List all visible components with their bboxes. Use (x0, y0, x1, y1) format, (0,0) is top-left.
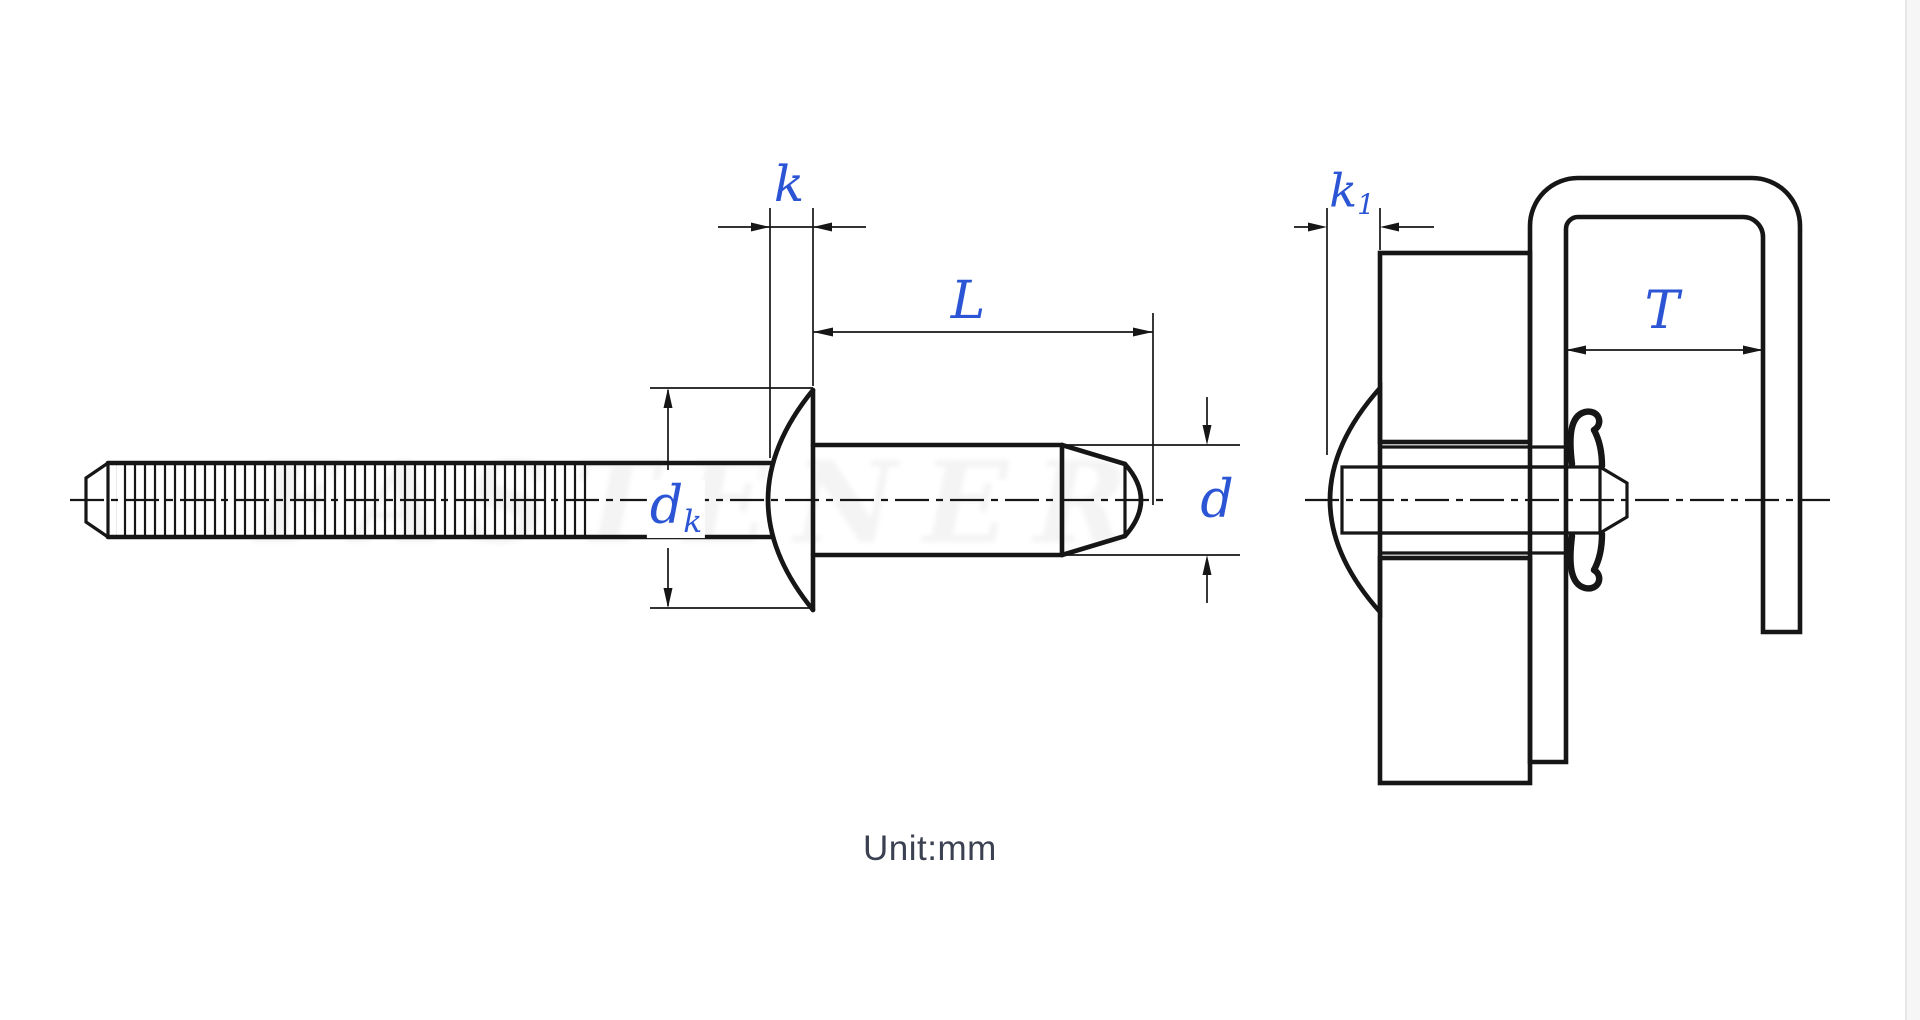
dimension-k (718, 208, 866, 458)
dimension-d (1066, 397, 1240, 603)
installed-section-view (1294, 175, 1830, 786)
installed-head-dome (1327, 381, 1383, 619)
dimension-dk (650, 387, 813, 609)
dimension-k1 (1294, 208, 1434, 455)
blind-side-petal-upper (1567, 408, 1606, 470)
sleeve-upper-wall (1378, 445, 1569, 469)
blind-side-petal-lower (1567, 530, 1606, 592)
dimension-L (813, 313, 1154, 505)
upper-plate (1377, 250, 1533, 445)
rivet-side-view (70, 208, 1240, 613)
label-grip-width-T: T (1644, 281, 1680, 341)
rivet-body-outline (810, 442, 1144, 558)
dimension-T (1566, 345, 1763, 355)
label-head-height-k: k (773, 155, 805, 213)
lower-plate (1377, 555, 1533, 786)
label-head-diameter-dk: dk (646, 480, 706, 538)
label-installed-head-k1: k1 (1329, 163, 1375, 222)
label-body-length-L: L (950, 271, 986, 331)
channel-bracket (1527, 175, 1803, 765)
unit-note: Unit:mm (863, 829, 997, 868)
page-right-edge (1905, 0, 1920, 1020)
label-body-diameter-d: d (1200, 470, 1234, 530)
sleeve-lower-wall (1378, 531, 1569, 555)
